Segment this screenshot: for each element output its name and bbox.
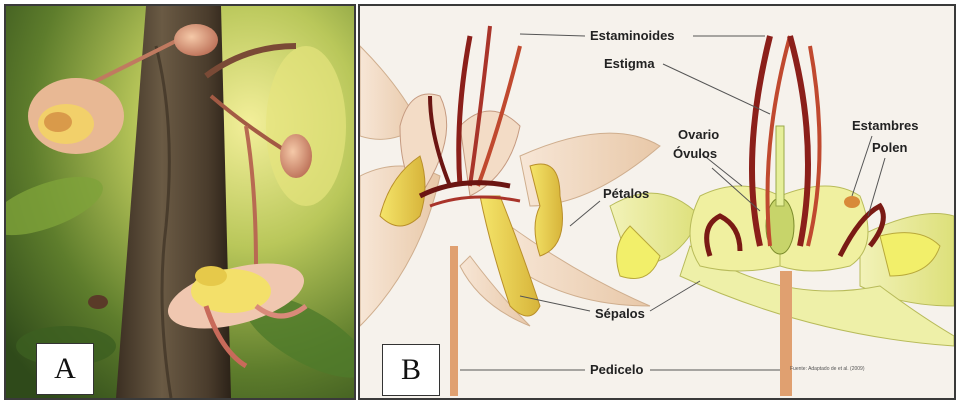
label-petalos: Pétalos — [603, 186, 649, 201]
label-estaminoides: Estaminoides — [590, 28, 675, 43]
flower-anatomy-diagram: Estaminoides Estigma Ovario Óvulos Estam… — [360, 6, 954, 398]
label-pedicelo: Pedicelo — [590, 362, 644, 377]
label-estigma: Estigma — [604, 56, 655, 71]
photo-panel-a: A — [4, 4, 356, 400]
label-estambres: Estambres — [852, 118, 918, 133]
panel-label-b: B — [382, 344, 440, 396]
label-ovulos: Óvulos — [673, 146, 717, 161]
source-credit: Fuente: Adaptado de et al. (2009) — [790, 366, 865, 372]
label-sepalos: Sépalos — [595, 306, 645, 321]
diagram-panel-b: Estaminoides Estigma Ovario Óvulos Estam… — [358, 4, 956, 400]
label-ovario: Ovario — [678, 127, 719, 142]
label-polen: Polen — [872, 140, 907, 155]
panel-label-a: A — [36, 343, 94, 395]
cacao-flower-photo — [6, 6, 354, 398]
